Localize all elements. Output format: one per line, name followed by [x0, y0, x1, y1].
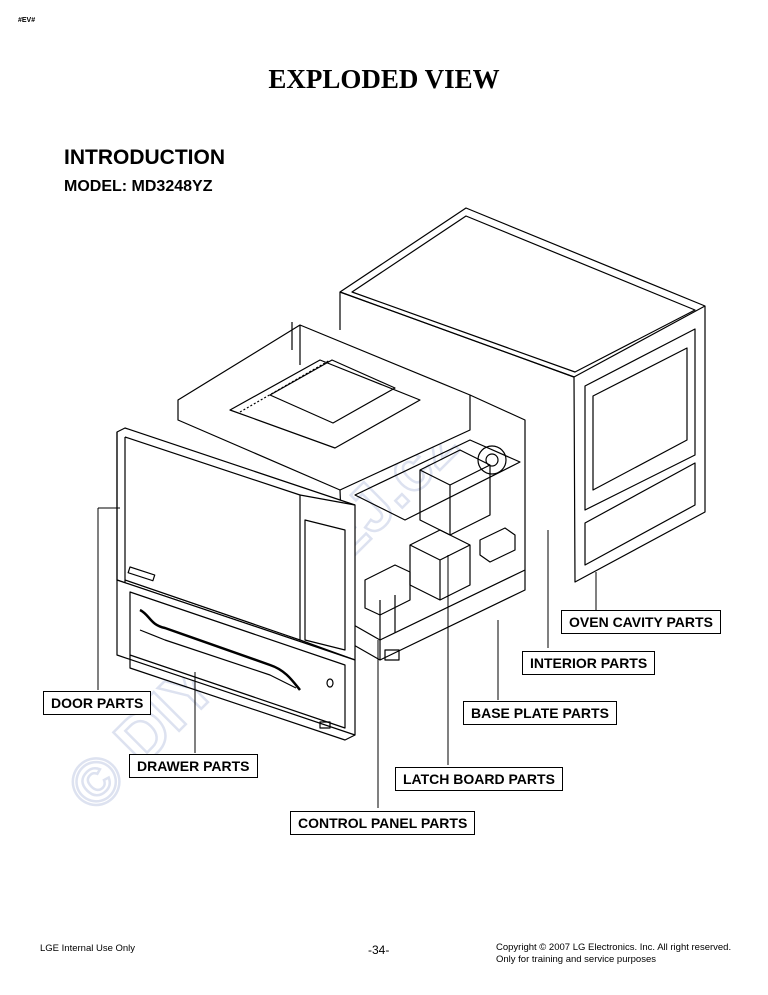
callout-drawer-parts: DRAWER PARTS: [129, 754, 258, 778]
drawer-drawing: [116, 579, 356, 741]
callout-oven-cavity-parts: OVEN CAVITY PARTS: [561, 610, 721, 634]
callout-door-parts: DOOR PARTS: [43, 691, 152, 715]
page-title: EXPLODED VIEW: [268, 64, 500, 94]
callout-interior-parts: INTERIOR PARTS: [522, 651, 656, 675]
door-drawing: [116, 427, 356, 661]
leader-lines: [97, 507, 597, 808]
document-tag: #EV#: [18, 17, 36, 24]
copyright-line: Copyright © 2007 LG Electronics. Inc. Al…: [496, 942, 732, 953]
footer-internal-use: LGE Internal Use Only: [40, 943, 136, 954]
interior-drawing: [177, 322, 526, 661]
oven-cavity-drawing: [339, 207, 706, 583]
purpose-line: Only for training and service purposes: [496, 954, 656, 965]
callout-control-panel-parts: CONTROL PANEL PARTS: [290, 811, 476, 835]
callout-base-plate-parts: BASE PLATE PARTS: [463, 701, 617, 725]
callout-latch-board-parts: LATCH BOARD PARTS: [395, 767, 563, 791]
model-label: MODEL: MD3248YZ: [64, 178, 213, 195]
footer-copyright: Copyright © 2007 LG Electronics. Inc. Al…: [496, 942, 731, 966]
page-number: -34-: [368, 943, 390, 957]
section-heading: INTRODUCTION: [64, 146, 225, 169]
